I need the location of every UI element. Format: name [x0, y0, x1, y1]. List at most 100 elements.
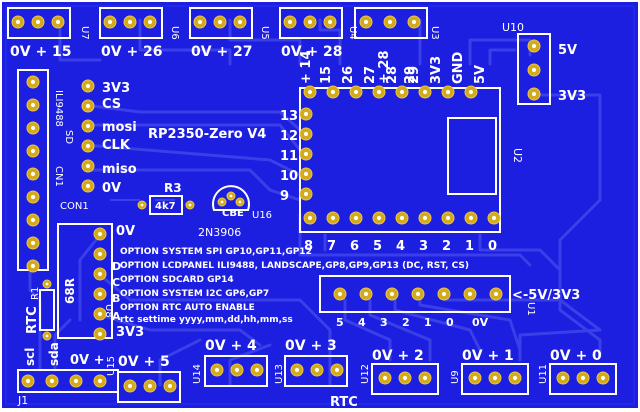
rp-top-label-3: 28: [385, 66, 400, 84]
rp-top-label-6: GND: [451, 51, 466, 84]
u14-label: 0V + 4: [205, 338, 257, 354]
rp-left-pad-2-hole: [303, 151, 309, 157]
u8-d: D: [112, 260, 121, 273]
cn1-pad-2-hole: [30, 125, 36, 131]
r3-pad-a-hole: [140, 203, 144, 207]
r1-ref: R1: [30, 287, 41, 300]
silkscreen: 0V + 15 0V + 26 0V + 27 0V + 28 U7 U6 U5…: [10, 21, 602, 410]
option-rtc: OPTION RTC AUTO ENABLE: [120, 303, 255, 313]
j1-sda: sda: [47, 342, 61, 366]
u15-label: 0V + 5: [118, 354, 170, 370]
rp-top-label-4: 29: [407, 66, 422, 84]
r3-value: 4k7: [155, 201, 176, 212]
u12-pad-0-hole: [382, 375, 388, 381]
cn1-0v: 0V: [102, 181, 121, 196]
u2-outline: [447, 117, 497, 195]
u1-pad-4-hole: [441, 291, 447, 297]
u13-pad-2-hole: [334, 367, 340, 373]
u15-pad-2-hole: [167, 383, 173, 389]
cn1-mosi: mosi: [102, 120, 137, 135]
u1-outline: [319, 275, 511, 313]
cn1-small-pad-5-hole: [85, 183, 91, 189]
u1-arrow: <-5V/3V3: [512, 288, 580, 303]
cn1-small-pad-1-hole: [85, 103, 91, 109]
u6-pad-1-hole: [127, 19, 133, 25]
rp-bottom-label-0: 8: [304, 239, 313, 254]
u11-ref: U11: [538, 364, 549, 384]
u3-ref: U3: [429, 26, 440, 40]
rp-left-label-2: 11: [280, 149, 298, 164]
u1-pin-label-5: 0: [446, 316, 454, 329]
rp-top-label-2: 27: [363, 66, 378, 84]
u14-pad-0-hole: [214, 367, 220, 373]
j1-pad-2-hole: [73, 378, 79, 384]
rp-top-pad-2-hole: [353, 89, 359, 95]
u16-pad-e-hole: [238, 200, 242, 204]
u1-pin-label-0: 5: [336, 316, 344, 329]
cn1-sd: SD: [63, 130, 74, 144]
rp-bottom-label-5: 3: [419, 239, 428, 254]
u11-pad-0-hole: [560, 375, 566, 381]
u5-pad-0-hole: [197, 19, 203, 25]
u10-pad-1-hole: [531, 67, 537, 73]
j1-ref: J1: [17, 394, 28, 407]
rp-bottom-pad-0-hole: [307, 215, 313, 221]
cn1-small-pad-2-hole: [85, 123, 91, 129]
u6-pad-0-hole: [107, 19, 113, 25]
option-i2c: OPTION SYSTEM I2C GP6,GP7: [120, 289, 269, 299]
bottom-header-outlines: [117, 355, 617, 403]
u8-pad-3-hole: [97, 291, 103, 297]
u1-pin-label-1: 4: [358, 316, 366, 329]
rp-bottom-pad-4-hole: [399, 215, 405, 221]
u14-ref: U14: [192, 364, 203, 384]
top-headers: [7, 7, 428, 39]
rp-bottom-label-1: 7: [327, 239, 336, 254]
u3-pad-1-hole: [387, 19, 393, 25]
u8-outline: [57, 223, 113, 339]
u8-pad-1-hole: [97, 251, 103, 257]
cn1-pad-6-hole: [30, 217, 36, 223]
u7-ref: U7: [79, 26, 90, 40]
cn1-ili9488: ILI9488: [53, 90, 64, 127]
rp-bottom-pad-5-hole: [422, 215, 428, 221]
cn1-pad-0-hole: [30, 79, 36, 85]
option-settime: rtc settime yyyy,mm,dd,hh,mm,ss: [120, 315, 293, 325]
rp-top-label-1: 26: [341, 66, 356, 84]
rp-left-label-0: 13: [280, 109, 298, 124]
u3-pad-2-hole: [411, 19, 417, 25]
r1-pad-a-hole: [45, 282, 49, 286]
u8-a: A: [112, 310, 121, 323]
u9-pad-2-hole: [512, 375, 518, 381]
rp-top-pad-7-hole: [468, 89, 474, 95]
rtc-bottom: RTC: [330, 395, 358, 410]
u9-pad-1-hole: [492, 375, 498, 381]
u1-pin-label-3: 2: [402, 316, 410, 329]
u7-pad-2-hole: [55, 19, 61, 25]
rp-bottom-label-4: 4: [396, 239, 405, 254]
pads: [11, 15, 610, 393]
cn1-pad-4-hole: [30, 171, 36, 177]
rp-top-label-7: 5V: [473, 65, 488, 84]
cn1-pad-5-hole: [30, 194, 36, 200]
u1-pad-5-hole: [467, 291, 473, 297]
cn1-pad-8-hole: [30, 263, 36, 269]
j1-scl: scl: [23, 348, 37, 366]
u5-pad-1-hole: [217, 19, 223, 25]
j1-outline: [17, 369, 119, 393]
cn1-pad-1-hole: [30, 102, 36, 108]
u7-pad-1-hole: [35, 19, 41, 25]
rp-bottom-pad-8-hole: [491, 215, 497, 221]
rp-left-label-1: 12: [280, 129, 298, 144]
u4-label: 0V + 28: [281, 44, 343, 60]
u9-label: 0V + 1: [462, 348, 514, 364]
u12-pad-1-hole: [402, 375, 408, 381]
rp-bottom-label-3: 5: [373, 239, 382, 254]
u16-pad-c-hole: [220, 200, 224, 204]
rp-bottom-pad-3-hole: [376, 215, 382, 221]
u6-pad-2-hole: [147, 19, 153, 25]
rp-top-pad-0-hole: [307, 89, 313, 95]
